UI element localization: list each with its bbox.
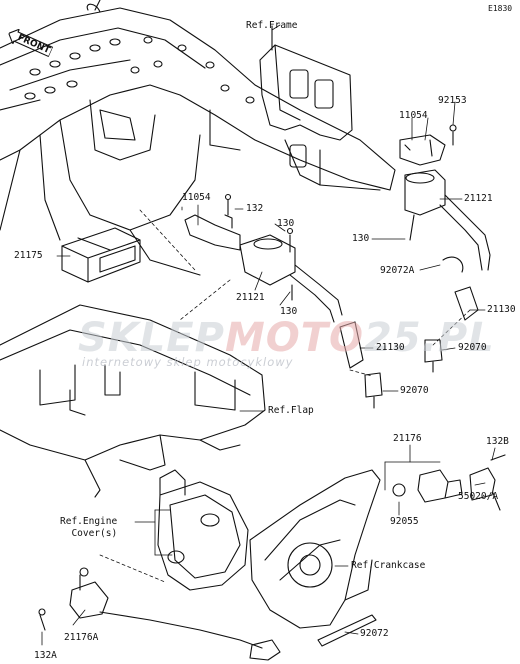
gear-sensor-drawing <box>38 567 281 661</box>
part-number-21121-right: 21121 <box>464 193 493 204</box>
part-number-92070-right: 92070 <box>458 342 487 353</box>
crankcase-drawing <box>249 469 381 629</box>
coil-right-drawing <box>399 124 491 273</box>
watermark-tagline: internetowy sklep motocyklowy <box>82 355 294 369</box>
part-number-92055: 92055 <box>390 516 419 527</box>
ref-flap-label: Ref.Flap <box>268 405 314 416</box>
frame-drawing <box>0 0 396 276</box>
part-number-21175: 21175 <box>14 250 43 261</box>
part-number-21130-mid: 21130 <box>376 342 405 353</box>
front-arrow-icon <box>8 28 54 58</box>
part-number-21176a: 21176A <box>64 632 99 643</box>
part-number-92072: 92072 <box>360 628 389 639</box>
part-number-130-mid: 130 <box>277 218 295 229</box>
part-number-132b: 132B <box>486 436 509 447</box>
flap-drawing <box>0 304 266 498</box>
part-number-132a: 132A <box>34 650 57 661</box>
part-number-92072a: 92072A <box>380 265 415 276</box>
ecu-drawing <box>61 227 141 283</box>
watermark-brand-part1: SKLEP <box>78 315 225 361</box>
part-number-132: 132 <box>246 203 264 214</box>
engine-cover-drawing <box>157 469 249 591</box>
crank-sensor-drawing <box>392 454 506 511</box>
diagram-code: E1830 <box>488 4 513 13</box>
part-number-92153: 92153 <box>438 95 467 106</box>
ref-engine-cover-label: Ref.Engine Cover(s) <box>60 516 118 539</box>
front-direction-badge: FRONT <box>5 26 54 59</box>
part-number-130-right: 130 <box>352 233 370 244</box>
part-number-92070-mid: 92070 <box>400 385 429 396</box>
part-number-21130-right: 21130 <box>487 304 516 315</box>
ref-frame-label: Ref.Frame <box>246 20 298 31</box>
leader-lines <box>41 24 496 646</box>
part-number-21121-mid: 21121 <box>236 292 265 303</box>
clamp-drawing <box>317 614 377 647</box>
part-number-11054-top: 11054 <box>399 110 428 121</box>
watermark-brand-part2: MOTO <box>224 315 365 361</box>
part-number-11054-mid: 11054 <box>182 192 211 203</box>
watermark-brand-part3: 25.PL <box>364 315 495 361</box>
watermark-logo: SKLEPMOTO25.PL <box>78 318 495 358</box>
part-number-130-low: 130 <box>280 306 298 317</box>
part-number-21176: 21176 <box>393 433 422 444</box>
frame-bracket-drawing <box>259 25 381 191</box>
ref-crankcase-label: Ref.Crankcase <box>351 560 426 571</box>
part-number-55020a: 55020/A <box>458 491 499 502</box>
